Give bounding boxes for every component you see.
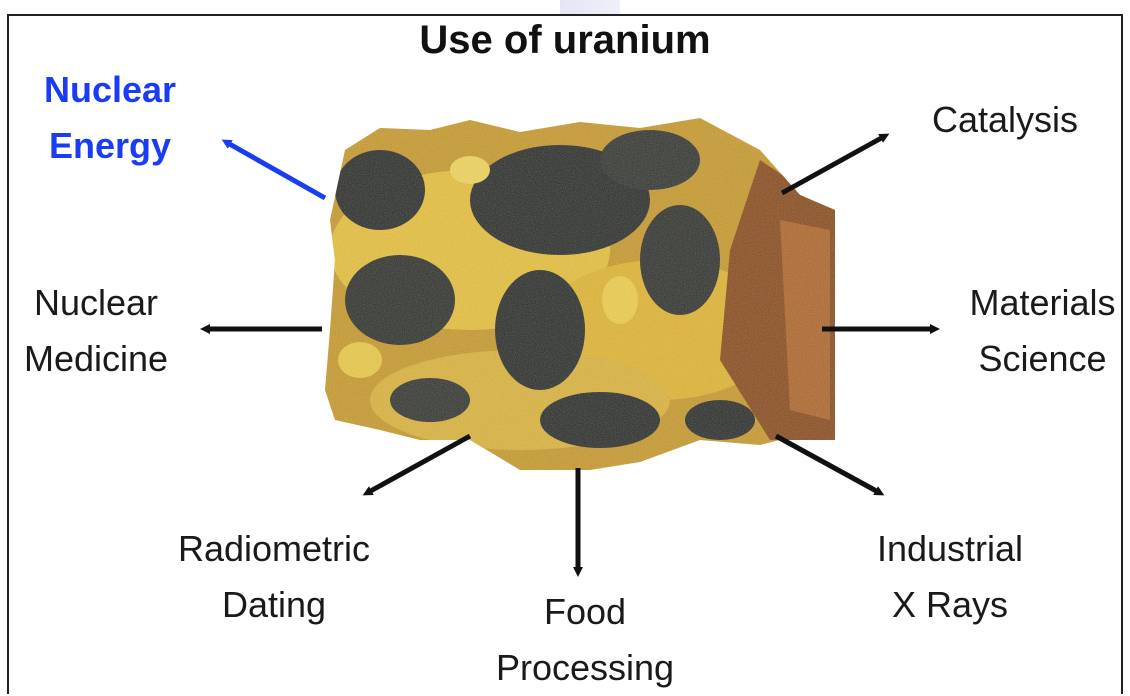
label-catalysis: Catalysis [915,92,1095,148]
uranium-ore-image [320,110,840,480]
arrow-radiometric-dating [367,436,470,493]
label-materials-science: Materials Science [955,275,1130,387]
label-nuclear-medicine: Nuclear Medicine [12,275,180,387]
arrow-catalysis [782,136,885,193]
label-food-processing: Food Processing [485,584,685,696]
label-industrial-xrays: Industrial X Rays [860,521,1040,633]
label-radiometric-dating: Radiometric Dating [158,521,390,633]
arrow-nuclear-energy [226,142,325,198]
arrow-industrial-xrays [776,436,880,493]
label-nuclear-energy: Nuclear Energy [30,62,190,174]
